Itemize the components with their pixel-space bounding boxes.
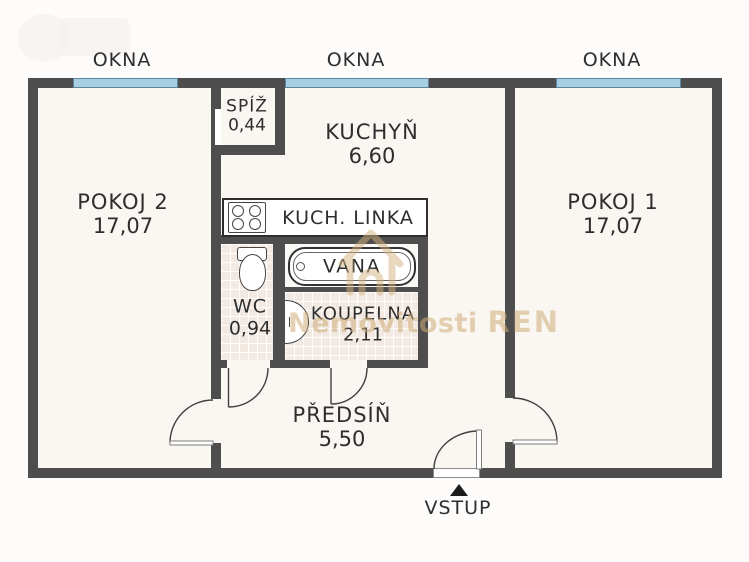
bathtub-drain-icon: [296, 262, 305, 271]
bath-wall-bottom-1: [211, 360, 227, 368]
outer-wall-bottom: [28, 468, 722, 478]
room-label-kuchyn: KUCHYŇ 6,60: [325, 120, 419, 168]
entrance-threshold: [433, 468, 480, 478]
window-caption-middle: OKNA: [326, 49, 386, 71]
bath-wall-right: [418, 244, 428, 368]
window-pokoj2: [73, 78, 178, 88]
spiz-wall-bottom: [211, 145, 285, 155]
room-label-pokoj1: POKOJ 1 17,07: [567, 190, 659, 238]
bath-wall-bottom-2: [270, 360, 330, 368]
room-label-wc: WC 0,94: [228, 295, 272, 339]
watermark-suffix: REN: [487, 305, 560, 339]
room-label-predsin: PŘEDSÍŇ 5,50: [292, 403, 392, 451]
window-kuchyn: [285, 78, 429, 88]
kitchen-counter-label: KUCH. LINKA: [282, 206, 414, 229]
window-pokoj1: [556, 78, 681, 88]
wall-pokoj1-upper: [505, 88, 515, 398]
watermark-brand: Nemovitosti: [288, 308, 478, 339]
toilet-bowl-icon: [239, 254, 266, 291]
wall-pokoj2-lower: [211, 443, 221, 468]
room-label-koupelna: KOUPELNA 2,11: [310, 303, 416, 345]
room-label-pokoj2: POKOJ 2 17,07: [77, 190, 169, 238]
kitchen-counter: KUCH. LINKA: [222, 198, 428, 237]
outer-wall-left: [28, 78, 38, 478]
spiz-opening: [215, 109, 221, 147]
room-label-spiz: SPÍŽ 0,44: [226, 96, 268, 136]
bathtub-label: VANA: [323, 255, 381, 278]
window-caption-right: OKNA: [582, 49, 642, 71]
entrance-arrow-icon: [450, 484, 468, 496]
sink-faucet-icon: [285, 317, 290, 327]
spiz-wall-right: [275, 88, 285, 155]
wall-pokoj1-lower: [505, 442, 515, 468]
bathtub: VANA: [288, 247, 416, 286]
entrance-label: VSTUP: [424, 497, 492, 519]
window-caption-left: OKNA: [92, 49, 152, 71]
bath-wall-top: [211, 235, 428, 244]
bath-wall-bottom-3: [367, 360, 428, 368]
wc-bath-divider: [273, 244, 285, 360]
stove-icon: [228, 202, 266, 233]
outer-wall-right: [712, 78, 722, 478]
watermark-text: Nemovitosti REN: [288, 305, 560, 339]
ghost-logo-2: [58, 18, 130, 56]
tub-separator: [285, 287, 418, 292]
